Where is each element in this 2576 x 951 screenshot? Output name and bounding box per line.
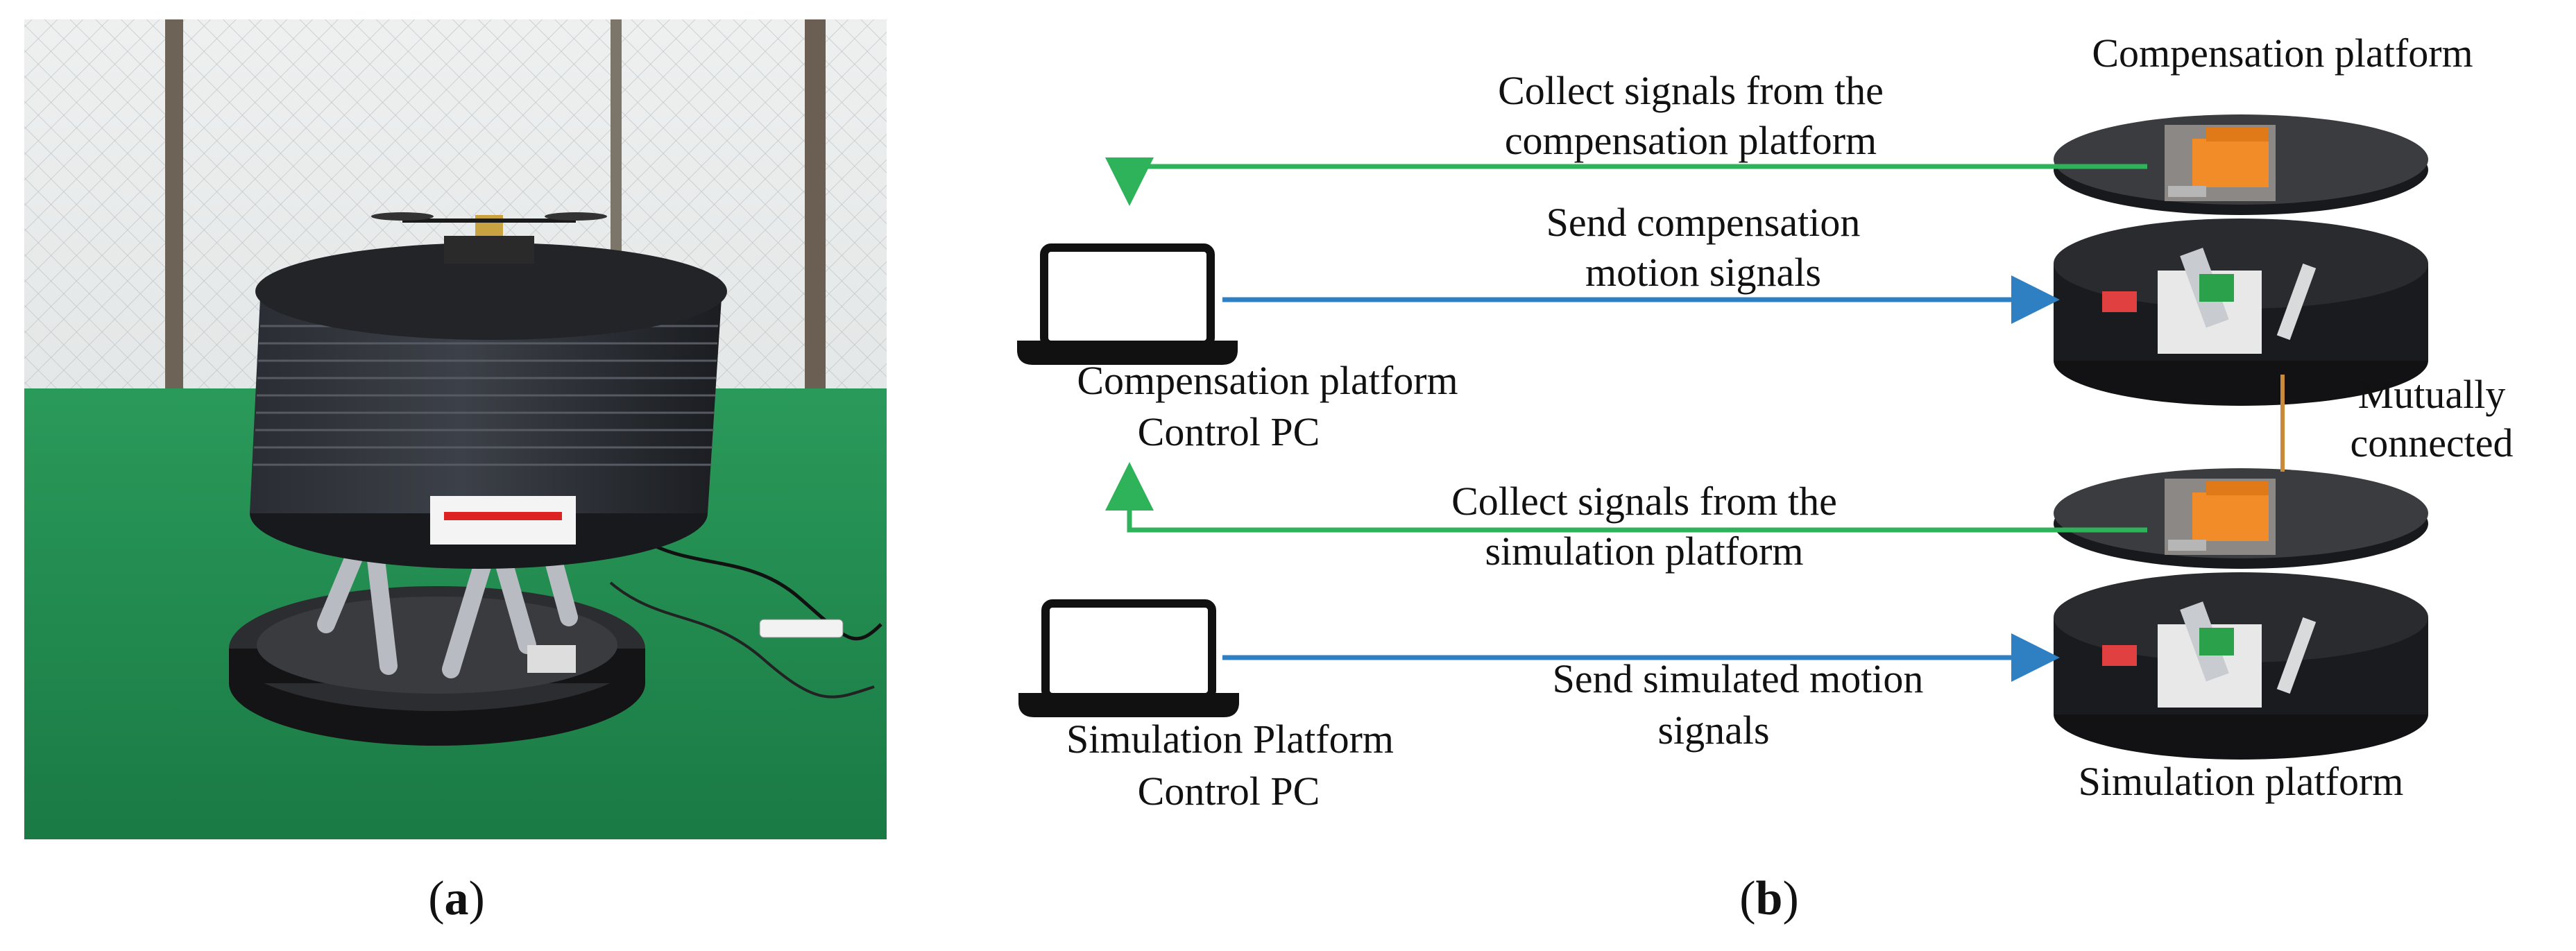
floor-cables [644, 539, 882, 641]
send-sim-label-line1: Send simulated motion [1553, 656, 1924, 701]
collect-sim-label-line1: Collect signals from the [1451, 479, 1837, 524]
collect-compensation-arrow [1105, 157, 2147, 206]
send-comp-label-line2: motion signals [1585, 250, 1821, 295]
simulation-platform-title: Simulation platform [2079, 759, 2404, 804]
winch-drum [250, 298, 722, 513]
sim-pc-label-line1: Simulation Platform [1066, 717, 1394, 762]
send-comp-label-line1: Send compensation [1546, 200, 1861, 245]
mutual-label-line2: connected [2350, 420, 2513, 465]
controller-box [527, 645, 576, 673]
compensation-platform-device [2054, 114, 2428, 406]
collect-simulation-arrow [1105, 462, 2147, 533]
panel-a-photo [24, 19, 887, 839]
net-post-left [165, 19, 183, 394]
simulation-platform-device [2054, 468, 2428, 760]
panel-b-diagram: Compensation platform Simulation platfor… [1017, 31, 2514, 814]
power-strip [759, 619, 844, 638]
laptop-icon [1018, 599, 1239, 717]
drum-label-stripe [444, 512, 562, 520]
collect-comp-label-line1: Collect signals from the [1498, 68, 1884, 113]
send-sim-label-line2: signals [1657, 708, 1769, 753]
net-post-right [805, 19, 826, 408]
caption-b: (b) [1739, 872, 1799, 925]
laptop-icon [1017, 243, 1238, 365]
compensation-platform-title: Compensation platform [2092, 31, 2473, 76]
comp-pc-label-line1: Compensation platform [1077, 358, 1458, 403]
collect-sim-label-line2: simulation platform [1485, 529, 1803, 574]
sim-pc-label-line2: Control PC [1138, 769, 1320, 814]
drum-top [255, 243, 727, 340]
caption-a: (a) [428, 872, 485, 925]
collect-comp-label-line2: compensation platform [1505, 118, 1877, 163]
mutual-label-line1: Mutually [2358, 372, 2506, 417]
comp-pc-label-line2: Control PC [1138, 409, 1320, 454]
drone-icon [371, 212, 607, 264]
floor-cable-2 [609, 581, 875, 699]
